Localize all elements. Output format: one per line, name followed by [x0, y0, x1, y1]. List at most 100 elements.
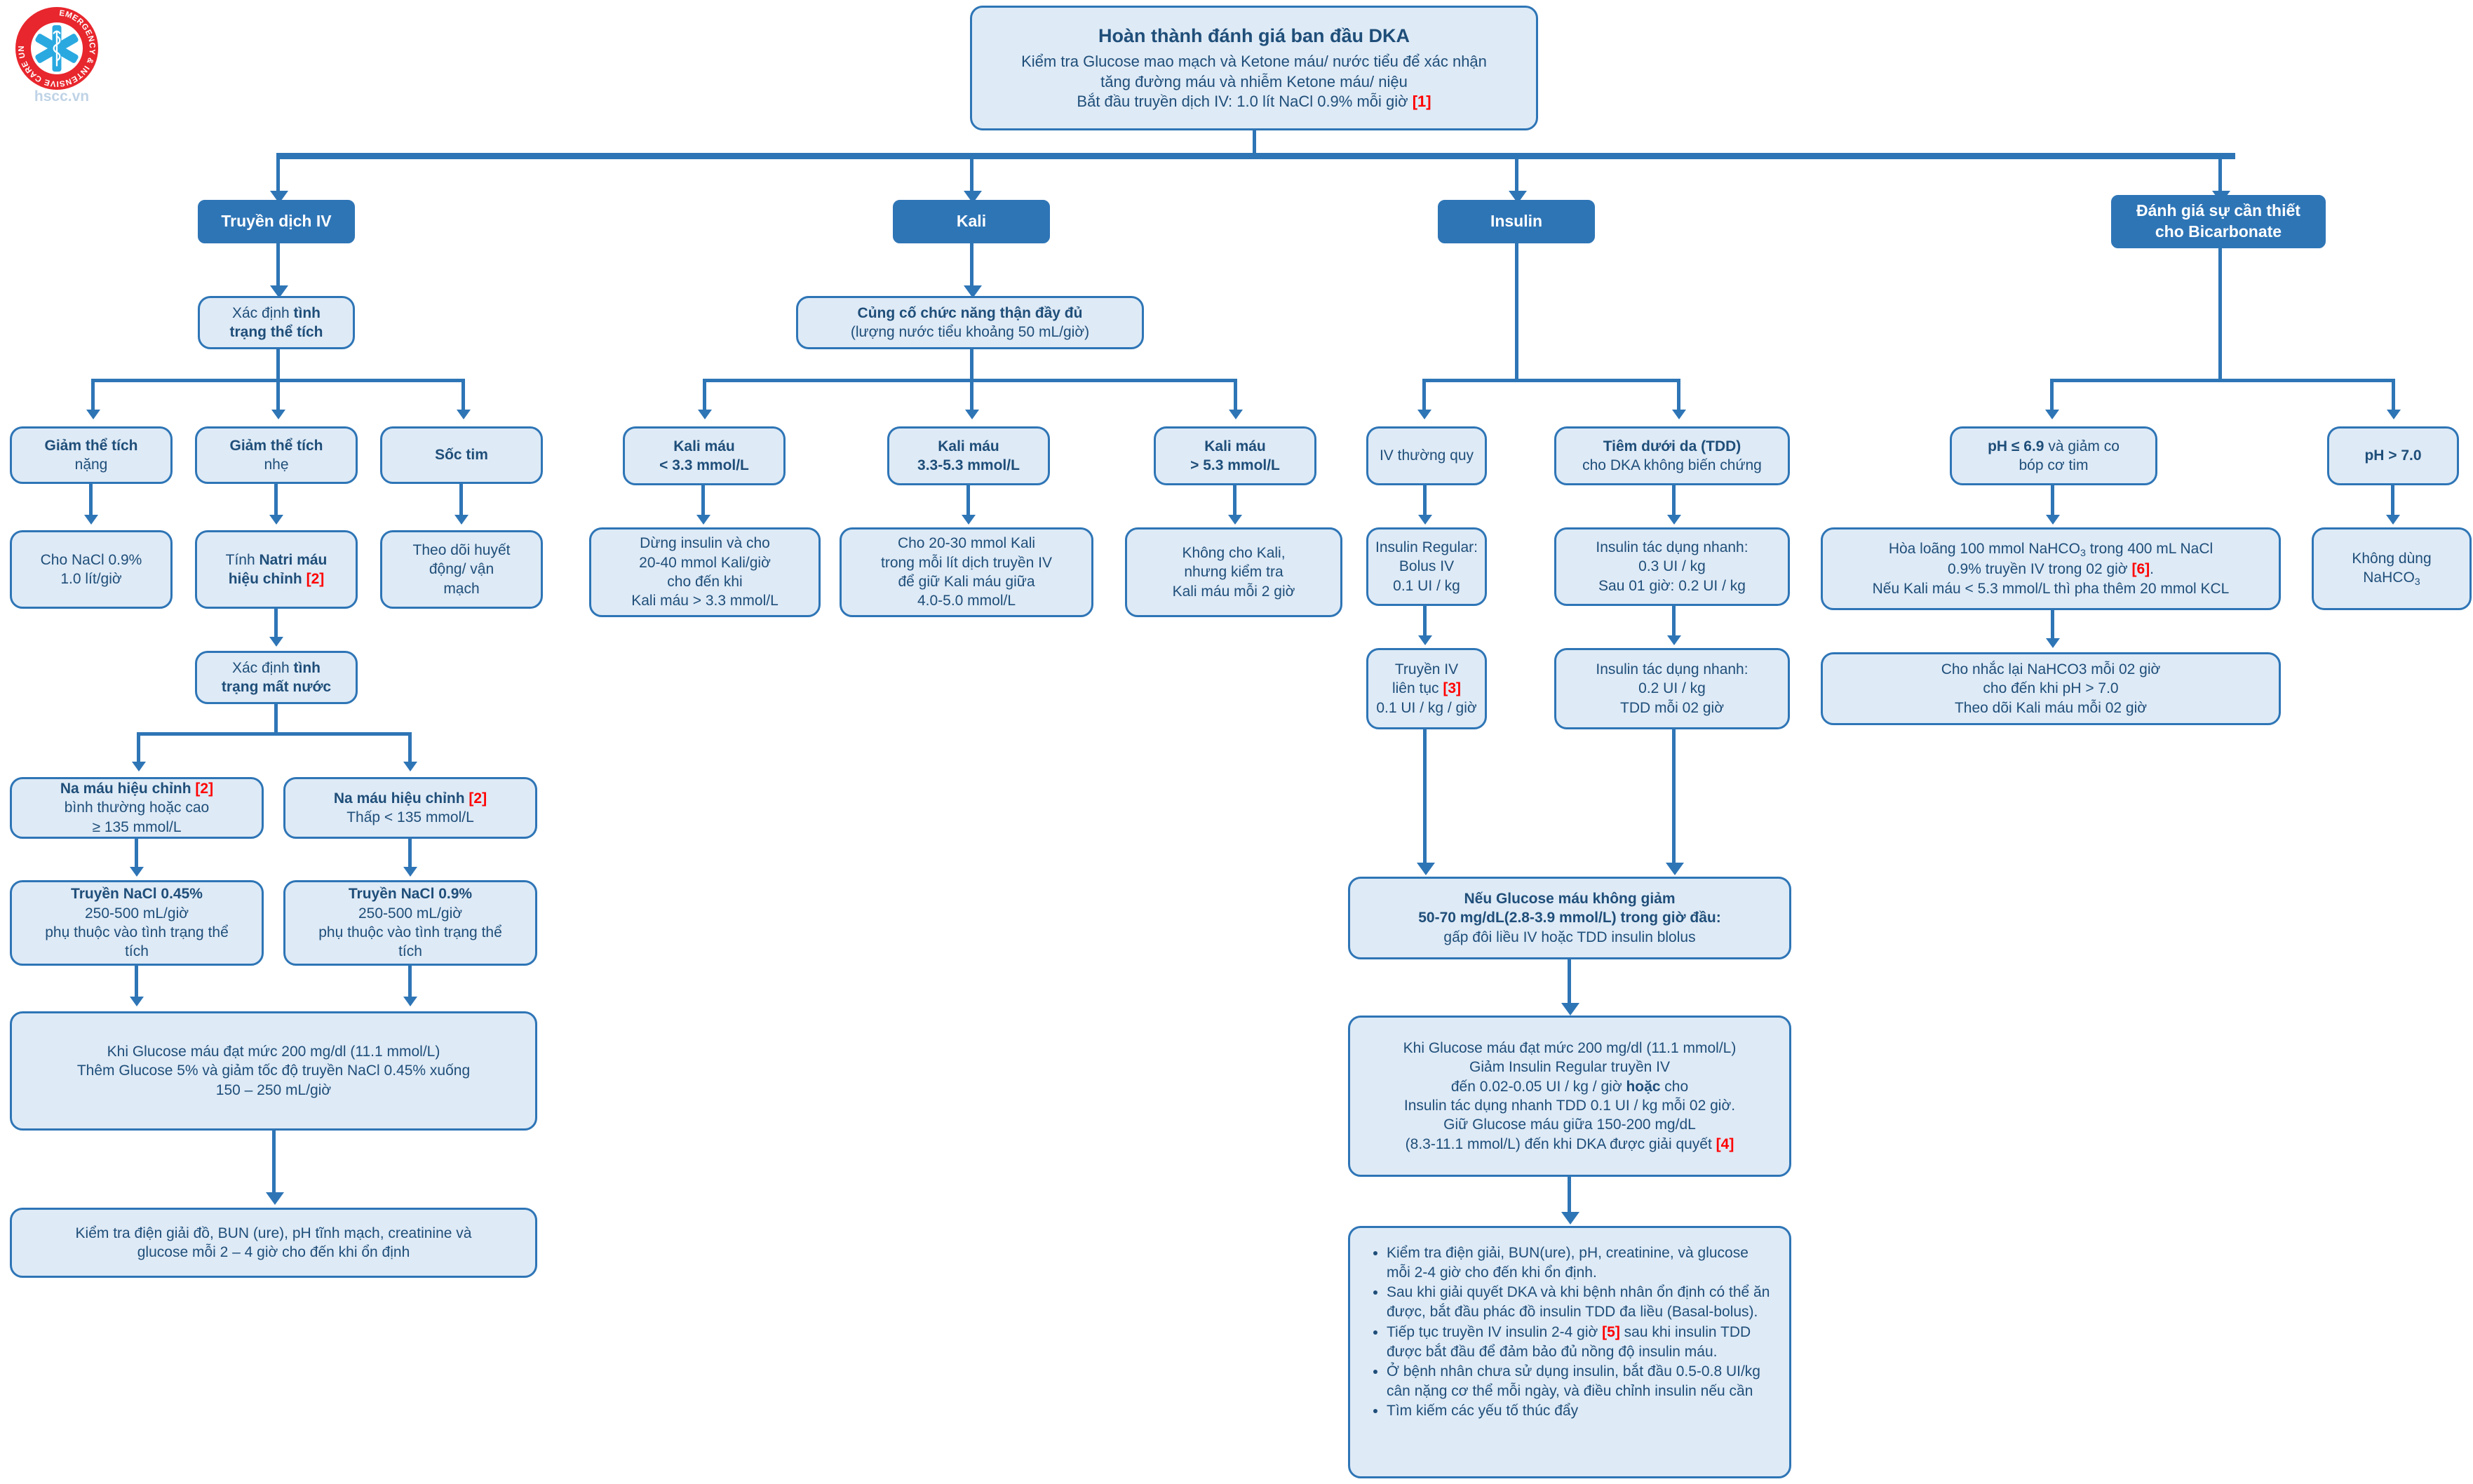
give-bicarb-line-3: Nếu Kali máu < 5.3 mmol/L thì pha thêm 2… [1872, 580, 2230, 597]
node-sodium-low: Na máu hiệu chỉnh [2] Thấp < 135 mmol/L [283, 777, 537, 839]
node-no-bicarbonate: Không dùng NaHCO3 [2312, 527, 2472, 610]
potassium-low-line-1: Kali máu [673, 438, 735, 454]
node-potassium-mid: Kali máu 3.3-5.3 mmol/L [887, 426, 1050, 485]
arrow-no-drop-right [1666, 863, 1684, 875]
iv-bolus-line-3: 0.1 UI / kg [1393, 577, 1460, 594]
iv-bolus-line-1: Insulin Regular: [1375, 539, 1478, 556]
k-high-action-line-3: Kali máu mỗi 2 giờ [1172, 583, 1295, 600]
no-drop-line-1: Nếu Glucose máu không giảm [1464, 891, 1676, 908]
arrow-k-mid-action [962, 515, 976, 525]
node-sodium-normal-high: Na máu hiệu chỉnh [2] bình thường hoặc c… [10, 777, 264, 839]
arrow-fluids-assess [270, 285, 288, 298]
potassium-high-line-1: Kali máu [1204, 438, 1266, 454]
connector-k-mid-down [966, 485, 970, 518]
target-line-1: Khi Glucose máu đạt mức 200 mg/dl (11.1 … [1403, 1040, 1737, 1057]
arrow-mild-action [269, 515, 283, 525]
connector-hydration-left [137, 732, 140, 764]
k-mid-action-line-1: Cho 20-30 mmol Kali [897, 535, 1036, 552]
connector-na-normal-down [135, 839, 138, 870]
nacl09-line-1: Truyền NaCl 0.9% [348, 886, 473, 903]
connector-k-mid [970, 379, 973, 412]
give-bicarb-line-2: 0.9% truyền IV trong 02 giờ [6]. [1948, 561, 2154, 578]
connector-insulin-stem [1515, 243, 1518, 381]
node-ph-low: pH ≤ 6.9 và giảm co bóp cơ tim [1950, 426, 2157, 485]
arrow-renal-function [964, 285, 982, 298]
arrow-glucose-target [1561, 1003, 1579, 1016]
k-high-action-line-2: nhưng kiểm tra [1184, 564, 1283, 581]
node-severe-action: Cho NaCl 0.9% 1.0 lít/giờ [10, 530, 173, 609]
connector-nacl045-down [135, 966, 138, 999]
potassium-low-line-2: < 3.3 mmol/L [659, 457, 749, 473]
branch-label-bicarbonate-1: Đánh giá sự cần thiết [2136, 201, 2300, 220]
node-potassium-low: Kali máu < 3.3 mmol/L [623, 426, 786, 485]
connector-k-high-down [1233, 485, 1236, 518]
node-ph-high: pH > 7.0 [2327, 426, 2459, 485]
branch-label-fluids: Truyền dịch IV [221, 212, 332, 231]
k-low-action-line-1: Dừng insulin và cho [640, 535, 770, 552]
connector-bicarb-right [2392, 379, 2395, 412]
connector-target-down [1568, 1177, 1571, 1216]
renal-function-line-1: Củng cố chức năng thận đầy đủ [857, 304, 1083, 321]
node-final-recommendations: Kiểm tra điện giải, BUN(ure), pH, creati… [1348, 1226, 1791, 1478]
insulin-sc-route-line-2: cho DKA không biến chứng [1582, 457, 1762, 473]
logo-domain: hscc.vn [34, 88, 90, 104]
connector-insulin-right [1677, 379, 1680, 412]
cardiogenic-shock-label: Sốc tim [435, 447, 488, 464]
connector-sc-route-down [1672, 485, 1676, 518]
connector-renal-stem [970, 349, 973, 382]
node-potassium-high: Kali máu > 5.3 mmol/L [1154, 426, 1316, 485]
nacl045-line-2: 250-500 mL/giờ [84, 905, 189, 922]
sc-dose-line-2: 0.3 UI / kg [1638, 558, 1706, 575]
connector-nacl09-down [408, 966, 412, 999]
node-give-bicarbonate: Hòa loãng 100 mmol NaHCO3 trong 400 mL N… [1821, 527, 2281, 610]
node-insulin-sc-route: Tiêm dưới da (TDD) cho DKA không biến ch… [1554, 426, 1790, 485]
glucose200-line-1: Khi Glucose máu đạt mức 200 mg/dl (11.1 … [107, 1044, 440, 1060]
arrow-iv-bolus [1418, 515, 1432, 525]
target-line-5: Giữ Glucose máu giữa 150-200 mg/dL [1443, 1117, 1696, 1133]
connector-glucose-to-monitor [272, 1131, 276, 1196]
branch-header-fluids[interactable]: Truyền dịch IV [198, 200, 355, 243]
node-assess-hydration-status: Xác định tình trạng mất nước [195, 651, 358, 704]
branch-header-insulin[interactable]: Insulin [1438, 200, 1595, 243]
give-bicarb-line-1: Hòa loãng 100 mmol NaHCO3 trong 400 mL N… [1888, 540, 2213, 559]
node-nacl-09: Truyền NaCl 0.9% 250-500 mL/giờ phụ thuộ… [283, 880, 537, 966]
connector-volume-stem [276, 349, 280, 382]
repeat-bicarb-line-3: Theo dõi Kali máu mỗi 02 giờ [1954, 699, 2148, 716]
arrow-volume-severe [86, 410, 100, 419]
node-insulin-iv-infusion: Truyền IV liên tục [3] 0.1 UI / kg / giờ [1366, 648, 1487, 729]
hemodynamic-line-1: Theo dõi huyết [412, 542, 511, 559]
severe-hypovolemia-line-2: nặng [74, 457, 108, 473]
list-item: Sau khi giải quyết DKA và khi bệnh nhân … [1387, 1283, 1771, 1322]
k-mid-action-line-2: trong mỗi lít dịch truyền IV [881, 554, 1052, 571]
arrow-na-low [403, 762, 417, 771]
renal-function-line-2: (lượng nước tiểu khoảng 50 mL/giờ) [850, 324, 1090, 340]
branch-header-potassium[interactable]: Kali [893, 200, 1050, 243]
arrow-no-bicarb [2386, 515, 2400, 525]
no-bicarb-line-1: Không dùng [2352, 550, 2432, 567]
connector-insulin-left [1422, 379, 1426, 412]
connector-bicarb-stem [2218, 248, 2222, 379]
node-renal-function: Củng cố chức năng thận đầy đủ (lượng nướ… [796, 296, 1144, 349]
branch-header-bicarbonate[interactable]: Đánh giá sự cần thiết cho Bicarbonate [2111, 195, 2326, 248]
k-mid-action-line-4: 4.0-5.0 mmol/L [917, 593, 1016, 609]
nacl045-line-4: tích [125, 943, 149, 960]
list-item: Ở bệnh nhân chưa sử dụng insulin, bắt đầ… [1387, 1362, 1771, 1401]
arrow-hydration [269, 637, 283, 647]
connector-drop-fluids [276, 153, 280, 196]
connector-sc-dose-down [1672, 606, 1676, 638]
assess-volume-line-2: trạng thể tích [229, 324, 323, 340]
sodium-normal-line-2: bình thường hoặc cao [64, 800, 210, 816]
sodium-normal-line-1: Na máu hiệu chỉnh [2] [60, 781, 214, 797]
connector-hydration-stem [274, 704, 278, 735]
node-glucose-200-fluids: Khi Glucose máu đạt mức 200 mg/dl (11.1 … [10, 1011, 537, 1131]
arrow-k-mid [965, 410, 979, 419]
corrected-sodium-line-2: hiệu chỉnh [2] [228, 571, 325, 587]
node-insulin-sc-dose: Insulin tác dụng nhanh: 0.3 UI / kg Sau … [1554, 527, 1790, 606]
k-high-action-line-1: Không cho Kali, [1182, 545, 1286, 562]
k-low-action-line-2: 20-40 mmol Kali/giờ [639, 554, 771, 571]
connector-root-stem [1253, 130, 1256, 154]
connector-hydration-right [408, 732, 412, 764]
sc-dose-line-3: Sau 01 giờ: 0.2 UI / kg [1598, 577, 1746, 594]
glucose200-line-2: Thêm Glucose 5% và giảm tốc độ truyền Na… [76, 1063, 471, 1079]
sodium-low-line-1: Na máu hiệu chỉnh [2] [333, 790, 487, 807]
